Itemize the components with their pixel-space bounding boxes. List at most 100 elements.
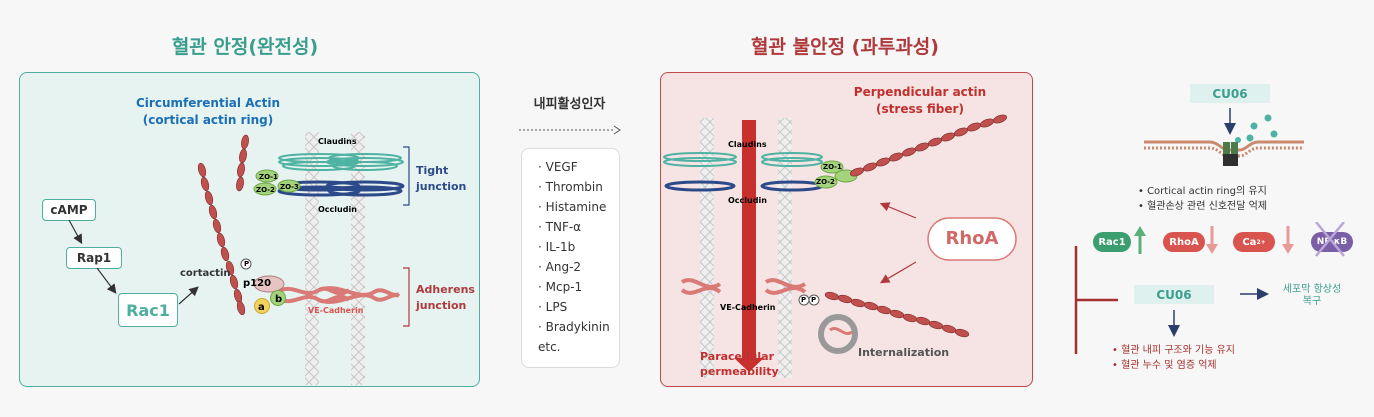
occludin-coil <box>277 180 405 197</box>
stable-diagram <box>68 132 410 385</box>
adherens-junction-bracket <box>403 267 410 327</box>
membrane-right-unstable <box>778 118 792 378</box>
stress-fiber-bottom <box>824 291 970 338</box>
zo1-label: ZO-1 <box>259 173 278 181</box>
ve-cadherin-label-unstable: VE-Cadherin <box>720 303 776 312</box>
cu06-bullet-2: • 혈관손상 관련 신호전달 억제 <box>1138 201 1268 212</box>
tight-junction-bracket <box>403 146 410 206</box>
rhoa-down-arrow <box>1206 244 1218 254</box>
cu06-effect-1: • 혈관 내피 구조와 기능 유지 <box>1112 345 1235 356</box>
permeability-arrow-shaft <box>742 120 756 360</box>
alpha-label: a <box>258 302 265 313</box>
ca-down-arrow <box>1282 244 1294 254</box>
zo2-label-unstable: ZO-2 <box>816 178 835 186</box>
beta-label: b <box>275 294 283 305</box>
internalization-label: Internalization <box>858 346 950 359</box>
paracellular-line1: Paracellular <box>700 350 775 363</box>
ve-cadherin-left-shape <box>275 286 400 304</box>
zo1-label-unstable: ZO-1 <box>823 163 842 171</box>
rac1-pill: Rac1 <box>1093 232 1131 252</box>
claudins-unstable <box>663 152 823 167</box>
adherens-junction-line1: Adherens <box>416 283 475 296</box>
recovery-line1: 세포막 항상성 <box>1282 284 1342 295</box>
perpendicular-actin-line2: (stress fiber) <box>876 102 964 116</box>
factor-item: IL-1b <box>538 237 619 257</box>
tight-junction-line2: junction <box>416 180 467 193</box>
rhoa-to-top-arrow <box>879 202 917 219</box>
factors-list: VEGF Thrombin Histamine TNF-α IL-1b Ang-… <box>522 149 619 357</box>
paracellular-label: Paracellular permeability <box>700 349 779 379</box>
rhoa-pill <box>927 217 1017 261</box>
cu06-effect-diagram <box>1074 222 1345 354</box>
rac1-to-cortactin-arrow <box>178 286 199 305</box>
stable-panel <box>19 72 480 387</box>
internalization-vesicle <box>818 314 858 354</box>
circumferential-actin-line1: Circumferential Actin <box>136 96 280 110</box>
zo2-blob <box>253 182 277 196</box>
zo2-blob-unstable <box>814 175 838 189</box>
ve-cadherin-label-left: VE-Cadherin <box>308 306 364 315</box>
claudins-label: Claudins <box>318 137 357 146</box>
unstable-diagram <box>663 114 1017 378</box>
factor-item: Ang-2 <box>538 257 619 277</box>
claudins-coil-right <box>326 153 404 171</box>
phosphate-label-unstable-1: P <box>801 296 807 304</box>
zo3-label: ZO-3 <box>280 183 299 191</box>
camp-to-rap1-arrow <box>68 219 83 245</box>
factor-item: Bradykinin <box>538 317 619 337</box>
factor-item: VEGF <box>538 157 619 177</box>
cu06-effect-2: • 혈관 누수 및 염증 억제 <box>1112 360 1217 371</box>
p120-label: p120 <box>243 278 272 289</box>
factor-etc: etc. <box>538 340 561 354</box>
nfkb-cross-2 <box>1315 222 1345 257</box>
rhoa-pill-cu06: RhoA <box>1163 232 1205 252</box>
factors-title: 내피활성인자 <box>533 97 606 112</box>
ca-superscript: 2+ <box>1256 238 1266 246</box>
cortactin-label: cortactin <box>180 268 231 279</box>
phosphate-label-left: P <box>244 260 250 268</box>
circumferential-actin-label: Circumferential Actin (cortical actin ri… <box>118 95 298 129</box>
ve-cadherin-unstable <box>680 278 807 295</box>
tight-junction-label: Tight junction <box>416 163 466 195</box>
phosphate-circle <box>240 258 252 270</box>
zo1-blob-unstable <box>820 160 844 174</box>
zo1-blob <box>255 169 279 183</box>
factor-item: Thrombin <box>538 177 619 197</box>
recovery-line2: 복구 <box>1302 296 1322 307</box>
cortical-actin-ring <box>197 134 249 316</box>
factor-item: LPS <box>538 297 619 317</box>
adherens-junction-label: Adherens junction <box>416 282 475 314</box>
claudins-label-unstable: Claudins <box>728 140 767 149</box>
tight-junction-line1: Tight <box>416 164 449 177</box>
phosphate-label-unstable-2: P <box>811 296 817 304</box>
occludin-label-unstable: Occludin <box>728 196 767 205</box>
stable-title: 혈관 안정(완전성) <box>171 36 319 58</box>
paracellular-line2: permeability <box>700 365 779 378</box>
unstable-title: 혈관 불안정 (과투과성) <box>751 36 939 58</box>
permeability-arrow-head <box>734 358 764 372</box>
stress-fiber-top <box>850 114 1007 177</box>
zo2-label: ZO-2 <box>256 186 275 194</box>
cu06-membrane-diagram <box>1144 108 1304 166</box>
factors-arrow <box>519 125 621 135</box>
factor-item: TNF-α <box>538 217 619 237</box>
zo3-blob <box>277 179 301 193</box>
rhoa-label: RhoA <box>945 228 999 249</box>
cu06-effects: • 혈관 내피 구조와 기능 유지 • 혈관 누수 및 염증 억제 <box>1112 343 1235 373</box>
rac1-box: Rac1 <box>118 293 178 327</box>
cu06-bullets: • Cortical actin ring의 유지 • 혈관손상 관련 신호전달… <box>1138 184 1267 214</box>
beta-catenin <box>270 290 286 306</box>
factors-box: VEGF Thrombin Histamine TNF-α IL-1b Ang-… <box>521 148 620 368</box>
ca-label: Ca <box>1242 236 1257 248</box>
rap1-to-rac1-arrow <box>96 267 117 294</box>
cu06-bullet-1: • Cortical actin ring의 유지 <box>1138 186 1267 197</box>
perpendicular-actin-label: Perpendicular actin (stress fiber) <box>820 84 1020 118</box>
circumferential-actin-line2: (cortical actin ring) <box>142 113 274 127</box>
rap1-box: Rap1 <box>66 247 122 269</box>
cu06-mid-label: CU06 <box>1134 285 1214 304</box>
factor-item: Mcp-1 <box>538 277 619 297</box>
recovery-label: 세포막 항상성 복구 <box>1272 284 1352 308</box>
cell-membrane-bottom <box>1144 146 1304 158</box>
cu06-top-label: CU06 <box>1190 84 1270 103</box>
phosphate-circle-unstable-2 <box>808 294 820 306</box>
